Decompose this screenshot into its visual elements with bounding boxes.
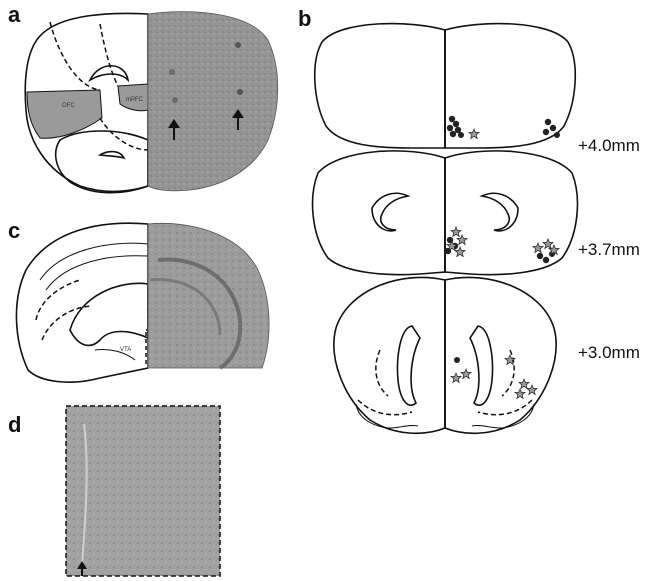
panel-a-ventricle bbox=[90, 66, 128, 80]
panel-b-lesion-stars bbox=[447, 129, 559, 399]
level-label-3-0: +3.0mm bbox=[578, 343, 640, 363]
panel-c-vta-label: VTA bbox=[120, 347, 131, 353]
panel-b-figure bbox=[300, 8, 600, 438]
panel-c-hemisphere-outline bbox=[16, 223, 148, 382]
panel-a-mpfc-label: mPFC bbox=[126, 97, 143, 103]
panel-b-section-4-0 bbox=[315, 24, 575, 148]
panel-a-ofc-label: OFC bbox=[62, 103, 75, 109]
level-label-3-7: +3.7mm bbox=[578, 240, 640, 260]
panel-c-tissue-section bbox=[148, 223, 269, 368]
panel-c-hippocampus bbox=[70, 283, 148, 345]
panel-b-section-3-0 bbox=[334, 277, 556, 433]
panel-a-tissue-section bbox=[148, 12, 278, 191]
panel-d-figure bbox=[64, 404, 224, 579]
level-label-4-0: +4.0mm bbox=[578, 136, 640, 156]
panel-d-tissue-section bbox=[66, 406, 220, 576]
panel-c-figure bbox=[0, 210, 300, 400]
panel-a-lower-lobe bbox=[56, 131, 148, 193]
panel-a-figure bbox=[0, 0, 300, 210]
panel-d-label: d bbox=[8, 412, 21, 438]
